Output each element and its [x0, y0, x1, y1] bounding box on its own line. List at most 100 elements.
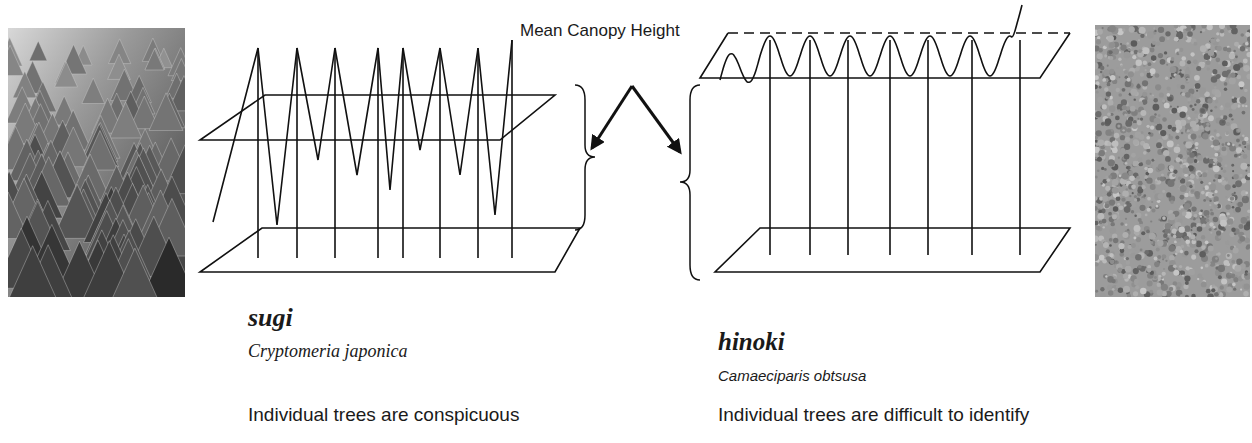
canopy-speck: [1227, 254, 1230, 257]
tree-line: [927, 40, 929, 255]
canopy-speck: [1247, 173, 1250, 177]
canopy-speck: [1240, 289, 1242, 291]
canopy-speck: [1243, 196, 1246, 199]
canopy-speck: [1162, 258, 1164, 260]
canopy-speck: [1197, 155, 1203, 161]
canopy-speck: [1158, 27, 1164, 33]
canopy-speck: [1099, 86, 1102, 89]
canopy-speck: [1179, 265, 1182, 268]
canopy-speck: [1196, 176, 1199, 179]
canopy-speck: [1237, 128, 1241, 132]
canopy-speck: [1133, 291, 1138, 296]
canopy-speck: [1175, 37, 1179, 41]
canopy-speck: [1138, 39, 1140, 41]
canopy-speck: [1244, 89, 1248, 93]
canopy-speck: [1123, 274, 1128, 279]
canopy-speck: [1245, 49, 1247, 51]
canopy-speck: [1124, 206, 1131, 213]
canopy-speck: [1144, 250, 1149, 255]
canopy-speck: [1135, 285, 1139, 289]
canopy-speck: [1187, 129, 1190, 132]
canopy-speck: [1200, 108, 1205, 113]
canopy-speck: [1206, 109, 1208, 111]
canopy-speck: [1103, 242, 1109, 248]
canopy-speck: [1102, 193, 1106, 197]
canopy-speck: [1222, 61, 1228, 67]
canopy-speck: [1243, 59, 1248, 64]
canopy-speck: [1162, 190, 1165, 193]
canopy-speck: [1211, 145, 1214, 148]
canopy-speck: [1158, 163, 1165, 170]
canopy-speck: [1183, 155, 1186, 158]
canopy-speck: [1097, 29, 1103, 35]
canopy-speck: [1103, 45, 1107, 49]
canopy-speck: [1134, 140, 1140, 146]
tree-line: [257, 48, 259, 258]
canopy-speck: [1104, 54, 1107, 57]
canopy-speck: [1233, 174, 1239, 180]
canopy-speck: [1186, 77, 1190, 81]
canopy-speck: [1209, 199, 1212, 202]
canopy-speck: [1150, 165, 1152, 167]
canopy-speck: [1100, 71, 1103, 74]
canopy-speck: [1104, 168, 1107, 171]
canopy-speck: [1127, 166, 1131, 170]
canopy-speck: [1247, 164, 1250, 167]
canopy-speck: [1220, 82, 1222, 84]
canopy-speck: [1118, 243, 1124, 249]
canopy-speck: [1231, 227, 1236, 232]
canopy-speck: [1238, 156, 1240, 158]
canopy-profile: [213, 40, 512, 225]
canopy-speck: [1197, 226, 1202, 231]
canopy-speck: [1149, 290, 1153, 294]
canopy-speck: [1147, 32, 1154, 39]
canopy-speck: [1108, 100, 1114, 106]
canopy-speck: [1227, 245, 1230, 248]
canopy-speck: [1235, 207, 1241, 213]
pointer-arrows: [592, 86, 680, 152]
canopy-speck: [1127, 293, 1131, 297]
canopy-speck: [1117, 275, 1122, 280]
canopy-speck: [1103, 226, 1105, 228]
canopy-speck: [1166, 64, 1168, 66]
canopy-speck: [1238, 81, 1244, 87]
canopy-speck: [1100, 287, 1104, 291]
canopy-speck: [1234, 42, 1239, 47]
canopy-speck: [1206, 25, 1212, 30]
canopy-speck: [1165, 77, 1168, 80]
canopy-speck: [1121, 196, 1126, 201]
canopy-speck: [1161, 284, 1168, 291]
canopy-speck: [1229, 114, 1233, 118]
canopy-speck: [1215, 57, 1220, 62]
canopy-speck: [1131, 40, 1138, 47]
canopy-speck: [1206, 60, 1211, 65]
label: Mean Canopy Height: [520, 21, 680, 41]
canopy-speck: [1110, 56, 1114, 60]
canopy-speck: [1105, 175, 1108, 178]
canopy-speck: [1224, 82, 1228, 86]
canopy-speck: [1244, 237, 1250, 243]
canopy-speck: [1196, 170, 1202, 176]
canopy-speck: [1186, 150, 1188, 152]
tree-line: [334, 48, 336, 258]
canopy-speck: [1192, 108, 1195, 111]
canopy-speck: [1101, 167, 1104, 170]
canopy-speck: [1212, 256, 1219, 263]
canopy-speck: [1216, 74, 1221, 79]
canopy-speck: [1100, 66, 1104, 70]
canopy-speck: [1111, 222, 1115, 226]
canopy-speck: [1174, 25, 1179, 28]
canopy-speck: [1134, 198, 1137, 201]
canopy-speck: [1234, 192, 1236, 194]
canopy-speck: [1241, 178, 1246, 183]
canopy-speck: [1207, 67, 1211, 71]
canopy-speck: [1107, 35, 1114, 42]
canopy-speck: [1191, 63, 1194, 66]
canopy-speck: [1218, 179, 1222, 183]
canopy-speck: [1225, 103, 1230, 108]
canopy-speck: [1209, 228, 1212, 231]
canopy-speck: [1176, 157, 1181, 162]
tree-crown: [145, 49, 164, 70]
canopy-speck: [1232, 144, 1235, 147]
canopy-speck: [1125, 81, 1132, 88]
